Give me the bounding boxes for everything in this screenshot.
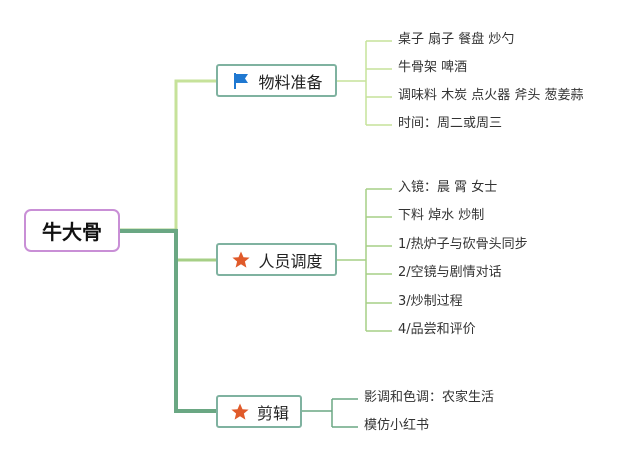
- leaf-item[interactable]: 下料 焯水 炒制: [398, 208, 485, 223]
- branch-label: 物料准备: [258, 72, 323, 92]
- branch-label: 剪辑: [256, 403, 289, 423]
- root-node[interactable]: 牛大骨: [24, 209, 120, 252]
- leaf-item[interactable]: 1/热炉子与砍骨头同步: [398, 237, 528, 252]
- leaf-item[interactable]: 模仿小红书: [364, 418, 430, 433]
- leaf-item[interactable]: 影调和色调：农家生活: [364, 390, 495, 405]
- leaf-item[interactable]: 牛骨架 啤酒: [398, 60, 468, 75]
- leaf-item[interactable]: 调味料 木炭 点火器 斧头 葱姜蒜: [398, 88, 584, 103]
- leaf-item[interactable]: 入镜：晨 霄 女士: [398, 180, 498, 195]
- blue-flag-icon: [230, 71, 252, 91]
- leaf-item[interactable]: 时间：周二或周三: [398, 116, 503, 131]
- leaf-item[interactable]: 4/品尝和评价: [398, 322, 476, 337]
- bracket-branch-1: [337, 40, 392, 126]
- orange-star-icon: [230, 250, 252, 270]
- connector-root-branch-2: [120, 228, 216, 262]
- bracket-branch-3: [302, 398, 358, 428]
- bracket-branch-2: [337, 188, 392, 332]
- leaf-item[interactable]: 2/空镜与剧情对话: [398, 265, 502, 280]
- root-label: 牛大骨: [42, 220, 102, 244]
- branch-label: 人员调度: [258, 251, 323, 271]
- branch-node-staffing[interactable]: 人员调度: [216, 243, 337, 276]
- branch-node-editing[interactable]: 剪辑: [216, 395, 302, 428]
- connector-root-branch-3: [120, 229, 216, 413]
- connector-root-branch-1: [120, 79, 216, 232]
- leaf-item[interactable]: 3/炒制过程: [398, 294, 463, 309]
- branch-node-materials[interactable]: 物料准备: [216, 64, 337, 97]
- orange-star-icon: [229, 402, 251, 422]
- leaf-item[interactable]: 桌子 扇子 餐盘 炒勺: [398, 32, 515, 47]
